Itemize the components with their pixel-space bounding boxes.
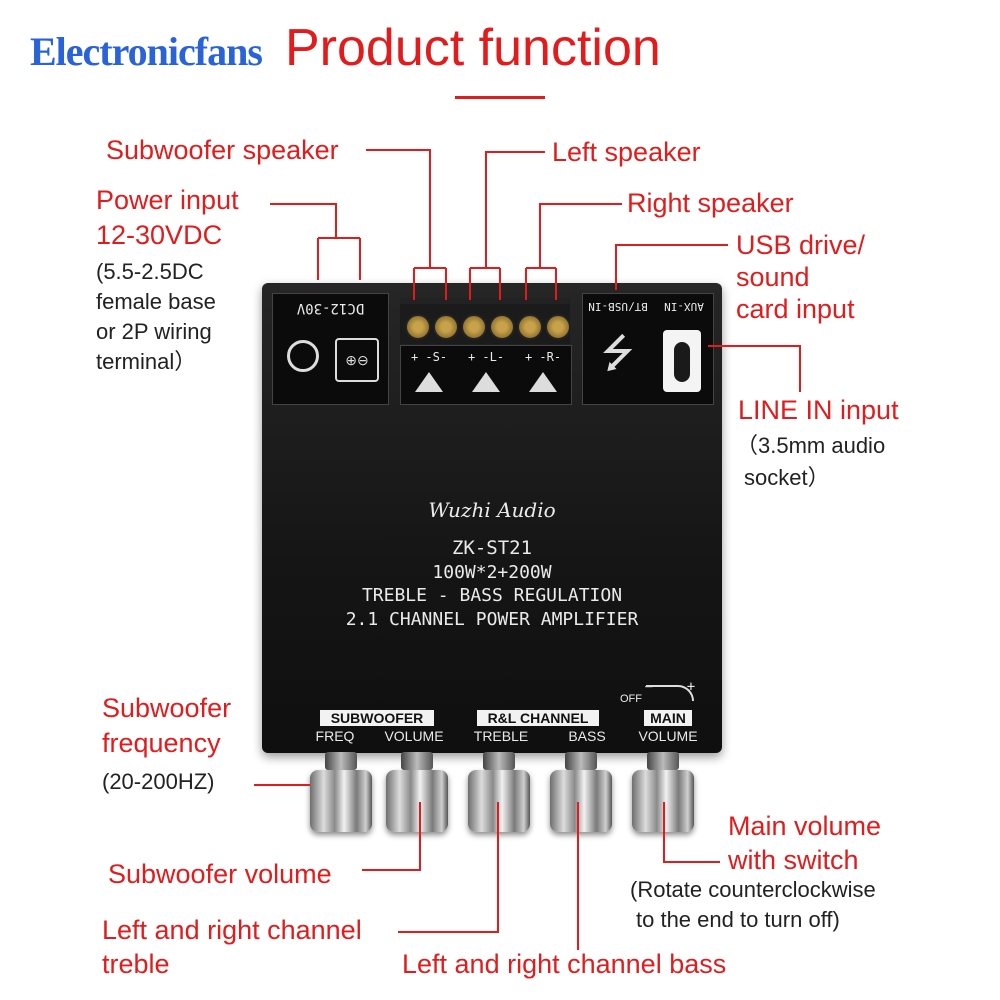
port-plate-inputs: BT/USB-IN AUX-IN ⭍ — [582, 293, 714, 405]
aux-jack-socket[interactable] — [663, 330, 701, 392]
knob-treble-label: TREBLE — [473, 728, 529, 744]
terminal-screw-5 — [517, 314, 543, 340]
label-usb-1: USB drive/ — [736, 230, 866, 260]
terminal-screw-1 — [405, 314, 431, 340]
terminal-screw-4 — [489, 314, 515, 340]
brand-watermark: Electronicfans — [30, 29, 263, 74]
title-underline — [455, 96, 545, 99]
knob-subwoofer-volume[interactable] — [386, 752, 448, 832]
brand-logo: Wuzhi Audio — [428, 498, 556, 522]
label-usb-2: sound — [736, 262, 810, 292]
power-note-1: (5.5-2.5DC — [96, 259, 204, 284]
knob-freq-label: FREQ — [315, 728, 355, 744]
speaker-l-icon — [472, 372, 500, 392]
main-volume-note-2: to the end to turn off) — [636, 907, 840, 932]
label-usb-3: card input — [736, 294, 855, 324]
knob-bass[interactable] — [550, 752, 612, 832]
label-bass: Left and right channel bass — [402, 949, 727, 979]
feature-line-2: 2.1 CHANNEL POWER AMPLIFIER — [345, 609, 639, 630]
label-power-voltage: 12-30VDC — [96, 220, 223, 250]
speaker-r-label: + -R- — [524, 350, 562, 364]
label-power-input: Power input — [96, 185, 239, 215]
label-treble-1: Left and right channel — [102, 915, 362, 945]
dc-jack-icon — [287, 340, 319, 372]
label-left-speaker: Left speaker — [552, 137, 701, 167]
terminal-screw-6 — [545, 314, 571, 340]
speaker-s-label: + -S- — [410, 350, 448, 364]
knob-main-volume-label: VOLUME — [638, 728, 698, 744]
line-in-note-1: （3.5mm audio — [736, 433, 886, 458]
speaker-r-icon — [529, 372, 557, 392]
knob-bass-label: BASS — [568, 728, 606, 744]
power-note-4: terminal） — [96, 349, 197, 374]
power-spec: 100W*2+200W — [432, 562, 552, 583]
label-subwoofer-volume: Subwoofer volume — [108, 859, 332, 889]
label-right-speaker: Right speaker — [627, 188, 794, 218]
label-main-volume-2: with switch — [728, 845, 859, 875]
label-main-volume-1: Main volume — [728, 811, 882, 841]
subwoofer-frequency-note: (20-200HZ) — [102, 769, 215, 794]
main-volume-note-1: (Rotate counterclockwise — [630, 877, 876, 902]
usb-icon: ⭍ — [601, 332, 635, 376]
knob-main-volume[interactable] — [632, 752, 694, 832]
terminal-screw-3 — [461, 314, 487, 340]
terminal-block-icon: ⊕⊖ — [335, 338, 379, 382]
speaker-s-icon — [415, 372, 443, 392]
feature-line-1: TREBLE - BASS REGULATION — [361, 585, 623, 606]
speaker-terminal-block — [400, 298, 571, 344]
power-note-3: or 2P wiring — [96, 319, 212, 344]
knob-subwoofer-frequency[interactable] — [310, 752, 372, 832]
knob-sub-volume-label: VOLUME — [384, 728, 444, 744]
speaker-l-label: + -L- — [467, 350, 505, 364]
label-subwoofer-frequency-2: frequency — [102, 728, 221, 758]
label-subwoofer-frequency-1: Subwoofer — [102, 693, 232, 723]
plus-label: + — [686, 679, 696, 695]
terminal-screw-2 — [433, 314, 459, 340]
label-subwoofer-speaker: Subwoofer speaker — [106, 135, 339, 165]
port-plate-power: DC12-30V ⊕⊖ — [272, 293, 389, 405]
amplifier-board: DC12-30V ⊕⊖ + -S- + -L- + -R- BT/USB-IN … — [262, 283, 722, 753]
power-note-2: female base — [96, 289, 216, 314]
page-title: Product function — [285, 19, 661, 77]
model-number: ZK-ST21 — [451, 537, 533, 559]
off-label: OFF — [620, 693, 642, 705]
speaker-label-plate: + -S- + -L- + -R- — [400, 345, 572, 405]
group-subwoofer-label: SUBWOOFER — [320, 710, 434, 726]
line-in-note-2: socket） — [744, 465, 830, 490]
group-rl-channel-label: R&L CHANNEL — [477, 710, 599, 726]
label-treble-2: treble — [102, 949, 170, 979]
group-main-label: MAIN — [644, 710, 692, 726]
label-line-in: LINE IN input — [738, 395, 899, 425]
